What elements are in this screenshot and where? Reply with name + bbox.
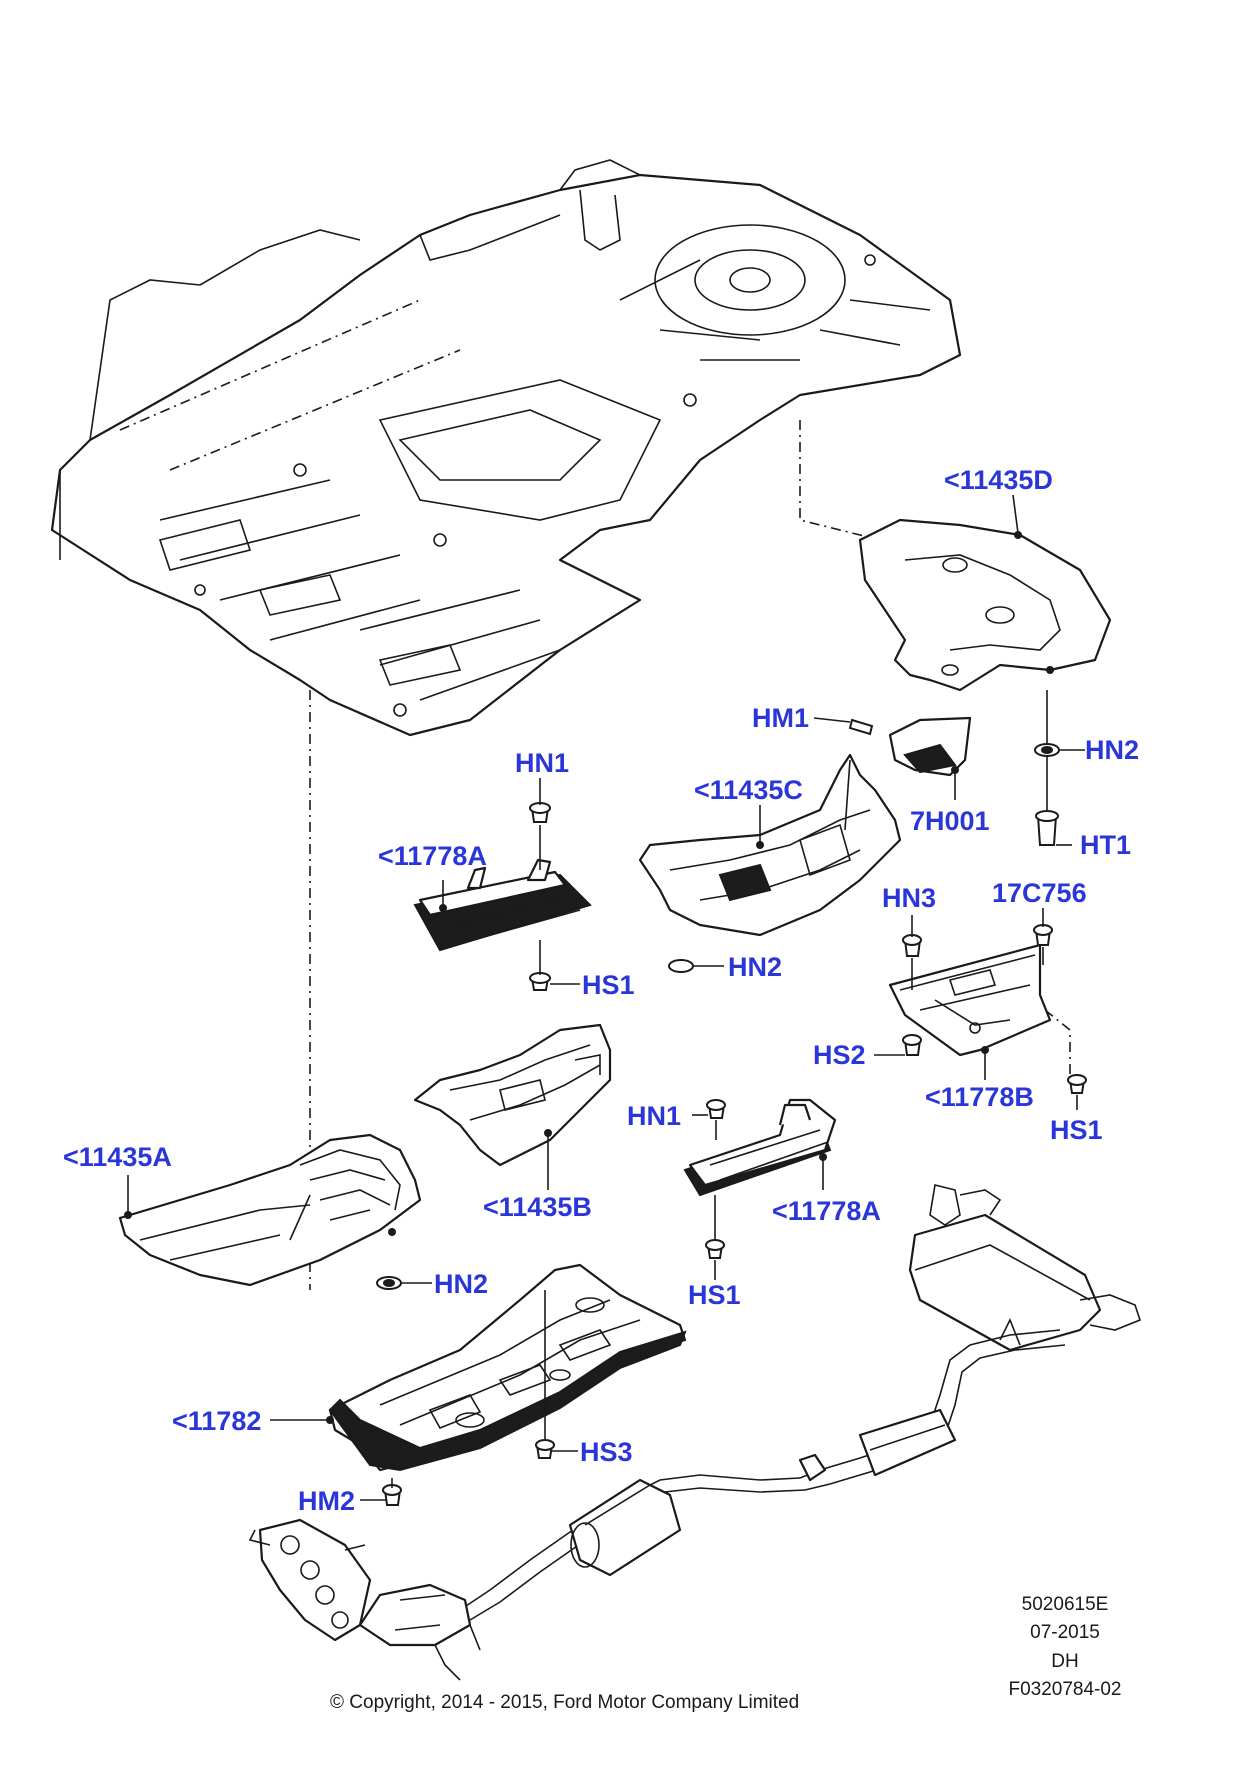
leader-lines bbox=[127, 494, 1085, 1501]
floor-pan bbox=[50, 159, 962, 737]
underbody-panel-11782 bbox=[326, 1263, 687, 1506]
callout-11435c: <11435C bbox=[694, 775, 803, 805]
callout-hn1-left: HN1 bbox=[515, 748, 570, 778]
callout-11435b: <11435B bbox=[483, 1192, 592, 1222]
callout-11778a-left: <11778A bbox=[378, 841, 487, 871]
callout-11435a: <11435A bbox=[63, 1142, 172, 1172]
callout-hm2: HM2 bbox=[298, 1486, 356, 1516]
callout-11435d: <11435D bbox=[944, 465, 1053, 495]
washer-hn2-mid bbox=[668, 959, 694, 973]
reference-author: DH bbox=[1051, 1651, 1079, 1672]
callout-ht1: HT1 bbox=[1080, 830, 1132, 860]
callout-hs3: HS3 bbox=[580, 1437, 633, 1467]
callout-11778a-mid: <11778A bbox=[772, 1196, 881, 1226]
reference-code: F0320784-02 bbox=[1008, 1679, 1122, 1700]
callout-hm1: HM1 bbox=[752, 703, 810, 733]
callout-hn2-mid: HN2 bbox=[728, 952, 783, 982]
callout-hn3: HN3 bbox=[882, 883, 937, 913]
heat-shield-11435a bbox=[118, 1133, 422, 1290]
callout-11778b: <11778B bbox=[925, 1082, 1034, 1112]
reference-date: 07-2015 bbox=[1030, 1622, 1100, 1643]
callout-11782: <11782 bbox=[172, 1406, 262, 1436]
callout-hs1-left: HS1 bbox=[582, 970, 635, 1000]
shield-7h001 bbox=[848, 716, 972, 777]
callout-hn1-mid: HN1 bbox=[627, 1101, 682, 1131]
callout-hs1-mid: HS1 bbox=[688, 1280, 741, 1310]
reference-number: 5020615E bbox=[1021, 1594, 1109, 1615]
heat-shield-11435c bbox=[638, 753, 902, 937]
heat-shield-11435d bbox=[858, 518, 1112, 692]
callout-17c756: 17C756 bbox=[992, 878, 1087, 908]
exhaust-system bbox=[248, 1184, 1141, 1681]
bracket-11778a-left bbox=[413, 802, 592, 991]
callout-hn2-right: HN2 bbox=[1085, 735, 1140, 765]
callout-hs1-right: HS1 bbox=[1050, 1115, 1103, 1145]
copyright-notice: © Copyright, 2014 - 2015, Ford Motor Com… bbox=[330, 1692, 800, 1713]
fasteners-right bbox=[1034, 690, 1060, 846]
alignment-line-right bbox=[799, 420, 881, 541]
heat-shield-11435b bbox=[413, 1023, 612, 1167]
callout-hs2: HS2 bbox=[813, 1040, 866, 1070]
bracket-11778a-mid bbox=[683, 1098, 837, 1259]
callout-7h001: 7H001 bbox=[910, 806, 990, 836]
callout-hn2-left: HN2 bbox=[434, 1269, 489, 1299]
bracket-11778b bbox=[888, 924, 1087, 1094]
